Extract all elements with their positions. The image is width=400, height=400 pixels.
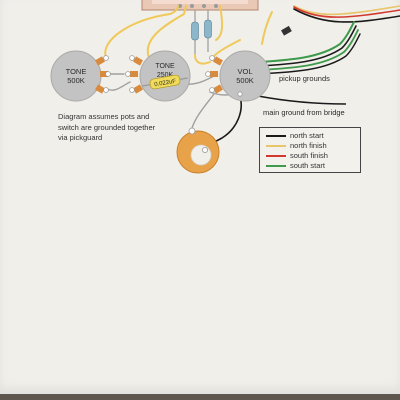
pickup-grounds-label: pickup grounds [279, 74, 330, 83]
legend-label: south finish [290, 151, 328, 160]
legend-swatch [266, 164, 286, 167]
output-jack [176, 127, 220, 174]
main-ground-label: main ground from bridge [263, 108, 345, 117]
vol-value: 500K [236, 76, 254, 85]
wire-color-legend: north start north finish south finish so… [259, 127, 361, 173]
capacitor-value: 0.022uF [154, 79, 177, 89]
grounding-note: Diagram assumes pots and switch are grou… [58, 112, 198, 144]
note-line: via pickguard [58, 133, 103, 142]
vol-name: VOL [237, 67, 252, 76]
tone1-value: 500K [67, 76, 85, 85]
note-line: switch are grounded together [58, 122, 156, 132]
legend-item: south start [266, 161, 360, 170]
tone2-name: TONE [155, 63, 175, 70]
note-line: Diagram assumes pots and [58, 112, 150, 121]
legend-label: north start [290, 131, 324, 140]
legend-label: north finish [290, 141, 327, 150]
legend-item: north finish [266, 141, 360, 150]
table-surface [0, 394, 400, 400]
tone-pot-500k: TONE 500K [50, 50, 111, 102]
resistor-right [204, 10, 212, 52]
legend-swatch [266, 154, 286, 157]
legend-item: north start [266, 131, 360, 140]
tone-pot-250k: TONE 250K 0.022uF [125, 50, 191, 102]
legend-swatch [266, 144, 286, 147]
tone1-name: TONE [66, 67, 87, 76]
tone2-value: 250K [157, 72, 174, 79]
legend-label: south start [290, 161, 326, 170]
capacitor: 0.022uF [142, 74, 188, 90]
legend-item: south finish [266, 151, 360, 160]
legend-swatch [266, 134, 286, 137]
resistor-left [191, 10, 199, 55]
volume-pot-500k: VOL 500K [205, 50, 271, 102]
pickup-selector-switch [141, 0, 259, 11]
